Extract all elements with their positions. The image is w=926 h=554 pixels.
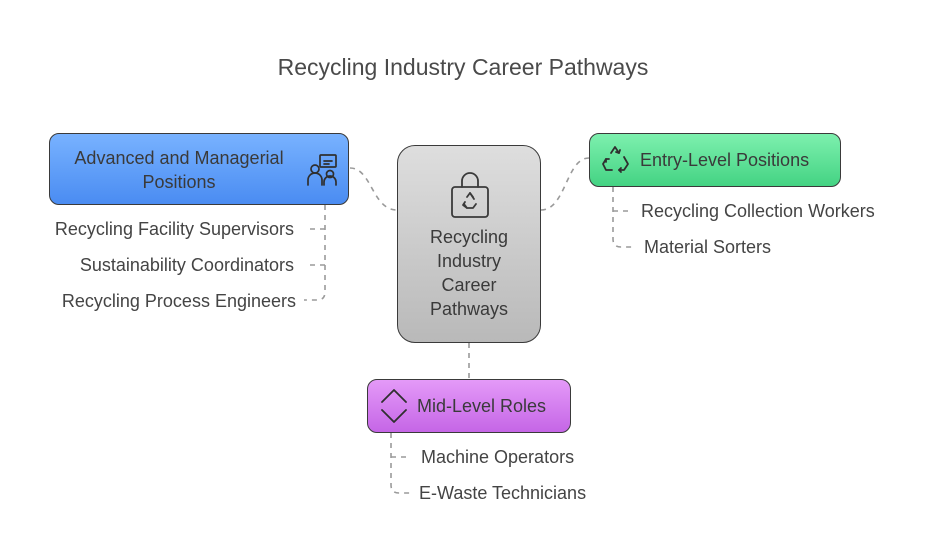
connector-center-entry (540, 157, 590, 211)
entry-level-label: Entry-Level Positions (640, 150, 810, 170)
center-label: Recycling Industry Career Pathways (398, 225, 540, 321)
mid-level-label: Mid-Level Roles (417, 396, 547, 416)
center-node[interactable]: Recycling Industry Career Pathways (397, 145, 541, 343)
diagram-title: Recycling Industry Career Pathways (277, 54, 649, 80)
center-label-line: Industry (436, 251, 502, 271)
connector-advanced-trunk (304, 205, 326, 301)
entry-item: Recycling Collection Workers (641, 201, 875, 221)
recycle-bag-icon (451, 172, 489, 218)
chevron-up-down-icon (381, 389, 407, 423)
center-label-line: Career (441, 275, 497, 295)
entry-item: Material Sorters (644, 237, 772, 257)
center-label-line: Pathways (429, 299, 509, 319)
entry-level-node[interactable]: Entry-Level Positions (589, 133, 841, 187)
advanced-positions-node[interactable]: Advanced and Managerial Positions (49, 133, 349, 205)
mid-item: E-Waste Technicians (419, 483, 587, 503)
connector-center-advanced (349, 167, 398, 211)
mid-item: Machine Operators (421, 447, 575, 467)
advanced-item: Sustainability Coordinators (79, 255, 294, 275)
connector-mid-trunk (390, 433, 411, 494)
advanced-item: Recycling Facility Supervisors (54, 219, 294, 239)
advanced-item: Recycling Process Engineers (61, 291, 296, 311)
recycle-icon (602, 146, 629, 173)
mid-level-node[interactable]: Mid-Level Roles (367, 379, 571, 433)
center-label-line: Recycling (429, 227, 509, 247)
connector-entry-trunk (612, 187, 634, 248)
team-leader-icon (307, 154, 337, 186)
advanced-positions-label: Advanced and Managerial Positions (74, 148, 284, 192)
